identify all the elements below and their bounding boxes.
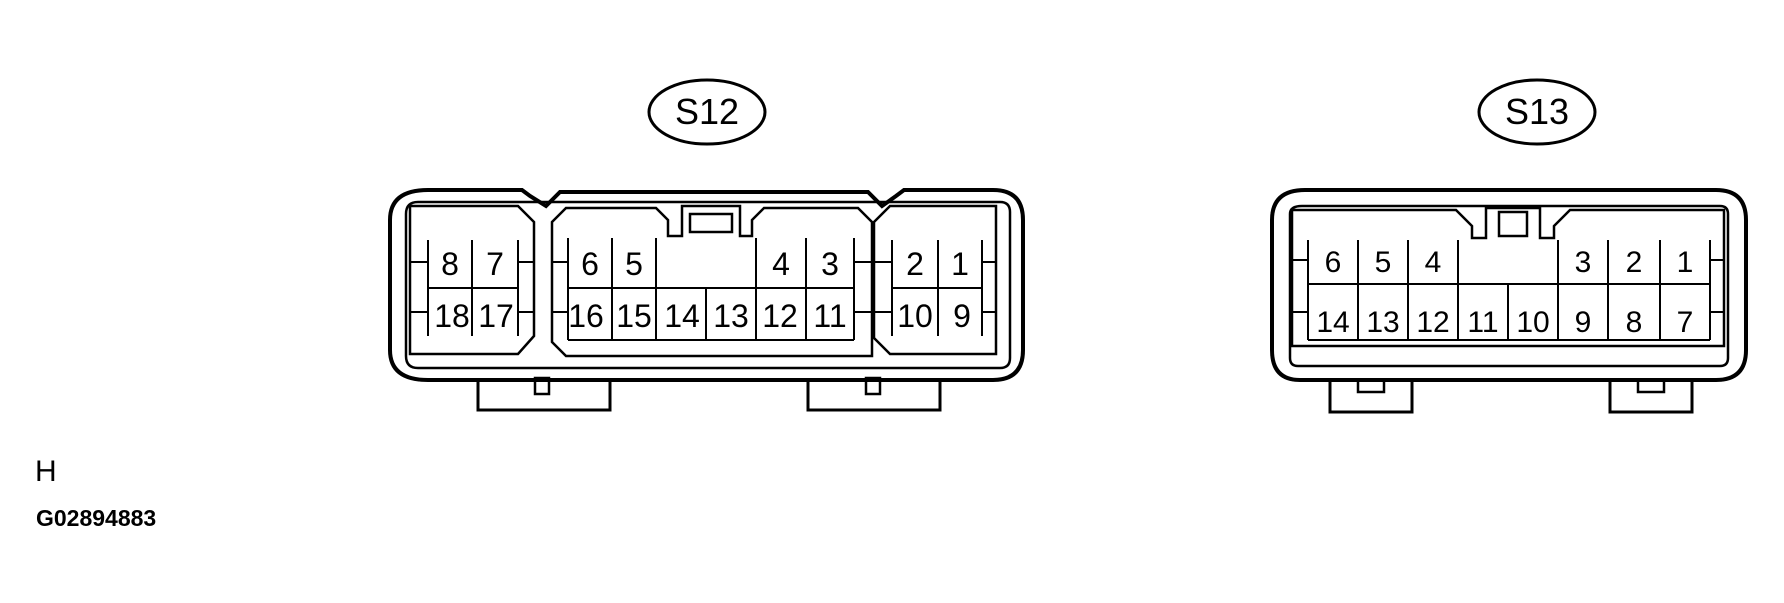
connector-s12-key-slot bbox=[688, 212, 734, 234]
connector-s12-latch-left-nub bbox=[533, 376, 551, 396]
grid-line bbox=[854, 261, 872, 313]
pin-label: 12 bbox=[762, 298, 798, 334]
connector-s12-latch-right-nub bbox=[864, 376, 882, 396]
pin-label: 8 bbox=[441, 246, 459, 282]
grid-line bbox=[1292, 259, 1308, 313]
connector-s13-bottom-row: 14 13 12 11 10 9 8 7 bbox=[1316, 306, 1693, 339]
pin-label: 7 bbox=[486, 246, 504, 282]
pin-label: 13 bbox=[1366, 306, 1399, 339]
grid-line bbox=[518, 261, 534, 313]
pin-label: 15 bbox=[616, 298, 652, 334]
grid-line bbox=[874, 261, 892, 313]
pin-label: 5 bbox=[625, 246, 643, 282]
pin-label: 4 bbox=[1425, 246, 1442, 279]
pin-label: 3 bbox=[821, 246, 839, 282]
pin-label: 1 bbox=[951, 246, 969, 282]
view-side-letter: H bbox=[35, 455, 57, 488]
connector-s12-latch-right bbox=[806, 380, 942, 412]
pin-label: 3 bbox=[1575, 246, 1592, 279]
pin-label: 16 bbox=[568, 298, 604, 334]
pin-label: 14 bbox=[664, 298, 700, 334]
connector-s13-label: S13 bbox=[1505, 91, 1569, 132]
pin-label: 9 bbox=[953, 298, 971, 334]
pin-label: 5 bbox=[1375, 246, 1392, 279]
connector-s13-top-row: 6 5 4 3 2 1 bbox=[1325, 246, 1694, 279]
pin-label: 18 bbox=[434, 298, 470, 334]
connector-s12-block-center bbox=[550, 204, 874, 358]
connector-s13-latch-left bbox=[1328, 380, 1414, 414]
connector-s12-housing bbox=[388, 188, 1025, 382]
connector-s12-label: S12 bbox=[675, 91, 739, 132]
pin-label: 11 bbox=[1467, 306, 1498, 339]
pin-label: 14 bbox=[1316, 306, 1349, 339]
pin-label: 10 bbox=[1516, 306, 1549, 339]
connector-s12: S12 bbox=[388, 78, 1025, 412]
connector-s13-latch-left-nub bbox=[1356, 378, 1386, 394]
grid-line bbox=[1710, 259, 1724, 313]
pin-label: 13 bbox=[713, 298, 749, 334]
figure-code: G02894883 bbox=[36, 505, 157, 531]
pin-label: 6 bbox=[581, 246, 599, 282]
grid-line bbox=[410, 261, 428, 313]
pin-label: 8 bbox=[1626, 306, 1643, 339]
connector-s12-block-right bbox=[872, 204, 998, 356]
grid-line bbox=[982, 261, 996, 313]
pin-label: 7 bbox=[1677, 306, 1694, 339]
pin-label: 11 bbox=[813, 298, 846, 334]
connector-s13-block bbox=[1290, 206, 1726, 348]
connector-s12-top-row: 8 7 6 5 4 3 2 1 bbox=[441, 246, 969, 282]
pin-label: 9 bbox=[1575, 306, 1592, 339]
connector-s13-inner-wall bbox=[1288, 204, 1730, 368]
connector-s13-label-oval bbox=[1477, 78, 1597, 146]
connector-s12-inner-wall bbox=[404, 200, 1012, 370]
pin-label: 4 bbox=[772, 246, 790, 282]
connector-s13: S13 6 5 4 3 2 1 bbox=[1270, 78, 1748, 414]
pin-label: 6 bbox=[1325, 246, 1342, 279]
pin-label: 12 bbox=[1416, 306, 1449, 339]
connector-s12-bottom-row: 18 17 16 15 14 13 12 11 10 9 bbox=[434, 298, 971, 334]
pin-label: 2 bbox=[1626, 246, 1643, 279]
connector-s13-latch-right-nub bbox=[1636, 378, 1666, 394]
pin-label: 17 bbox=[478, 298, 514, 334]
connector-s13-latch-right bbox=[1608, 380, 1694, 414]
connector-s13-housing bbox=[1270, 188, 1748, 382]
connector-s13-key-slot bbox=[1497, 210, 1529, 238]
connector-s12-label-oval bbox=[647, 78, 767, 146]
pin-label: 1 bbox=[1677, 246, 1694, 279]
connector-s12-block-left bbox=[408, 204, 536, 356]
pin-label: 10 bbox=[897, 298, 933, 334]
grid-line bbox=[552, 261, 568, 313]
pin-label: 2 bbox=[906, 246, 924, 282]
connector-s12-latch-left bbox=[476, 380, 612, 412]
